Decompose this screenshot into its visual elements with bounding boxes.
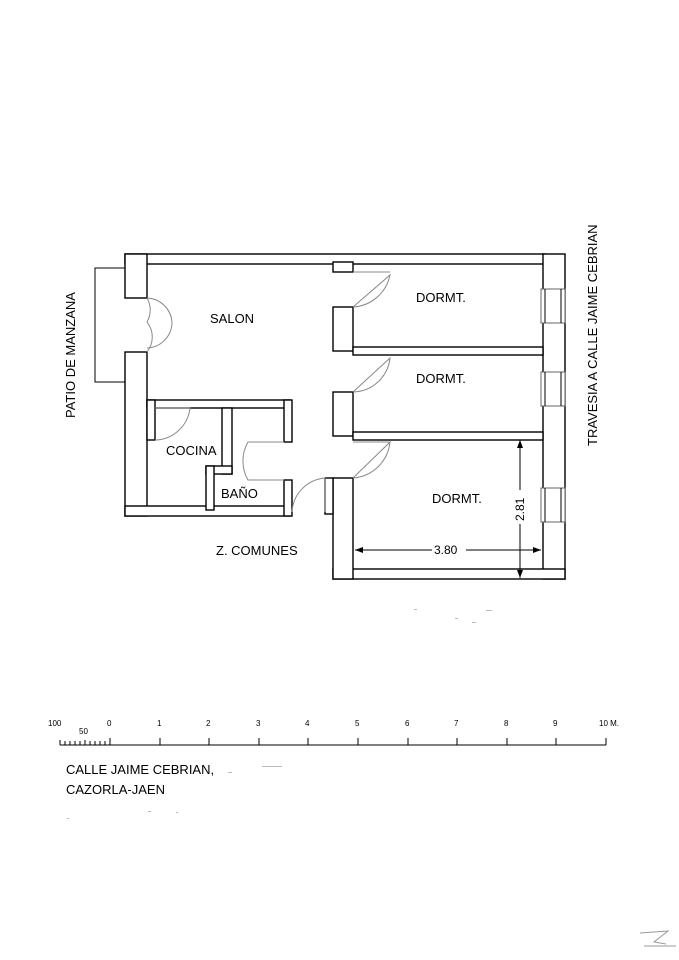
address-line-2: CAZORLA-JAEN — [66, 782, 165, 797]
walls — [124, 253, 566, 580]
room-label-dorm-3: DORMT. — [432, 491, 482, 506]
scale-tick-10: 10 M. — [599, 719, 619, 728]
room-label-dorm-1: DORMT. — [416, 290, 466, 305]
scale-tick-0: 0 — [107, 719, 112, 728]
scale-bar: 100 50 0 1 2 3 4 5 6 7 8 9 10 M. — [48, 719, 619, 746]
room-label-bano: BAÑO — [221, 486, 258, 501]
scale-tick-5: 5 — [355, 719, 360, 728]
scale-tick-1: 1 — [157, 719, 162, 728]
room-label-cocina: COCINA — [166, 443, 217, 458]
room-label-zonas-comunes: Z. COMUNES — [216, 543, 298, 558]
dimension-width: 3.80 — [434, 543, 458, 557]
dimension-height: 2.81 — [513, 497, 527, 521]
address-line-1: CALLE JAIME CEBRIAN, — [66, 762, 215, 777]
scale-tick-2: 2 — [206, 719, 211, 728]
doors — [146, 271, 391, 513]
label-travesia: TRAVESIA A CALLE JAIME CEBRIAN — [585, 224, 600, 446]
scan-marks — [67, 609, 492, 819]
scale-tick-50: 50 — [79, 727, 88, 736]
dimension-lines — [355, 440, 541, 578]
scale-tick-8: 8 — [504, 719, 509, 728]
scale-tick-7: 7 — [454, 719, 459, 728]
corner-mark — [639, 930, 676, 947]
room-label-dorm-2: DORMT. — [416, 371, 466, 386]
scale-tick-4: 4 — [305, 719, 310, 728]
windows — [540, 288, 566, 523]
scale-tick-100: 100 — [48, 719, 62, 728]
scale-tick-9: 9 — [553, 719, 558, 728]
room-label-salon: SALON — [210, 311, 254, 326]
scale-tick-6: 6 — [405, 719, 410, 728]
label-patio-de-manzana: PATIO DE MANZANA — [63, 292, 78, 418]
scale-tick-3: 3 — [256, 719, 261, 728]
patio-outline — [94, 267, 125, 383]
